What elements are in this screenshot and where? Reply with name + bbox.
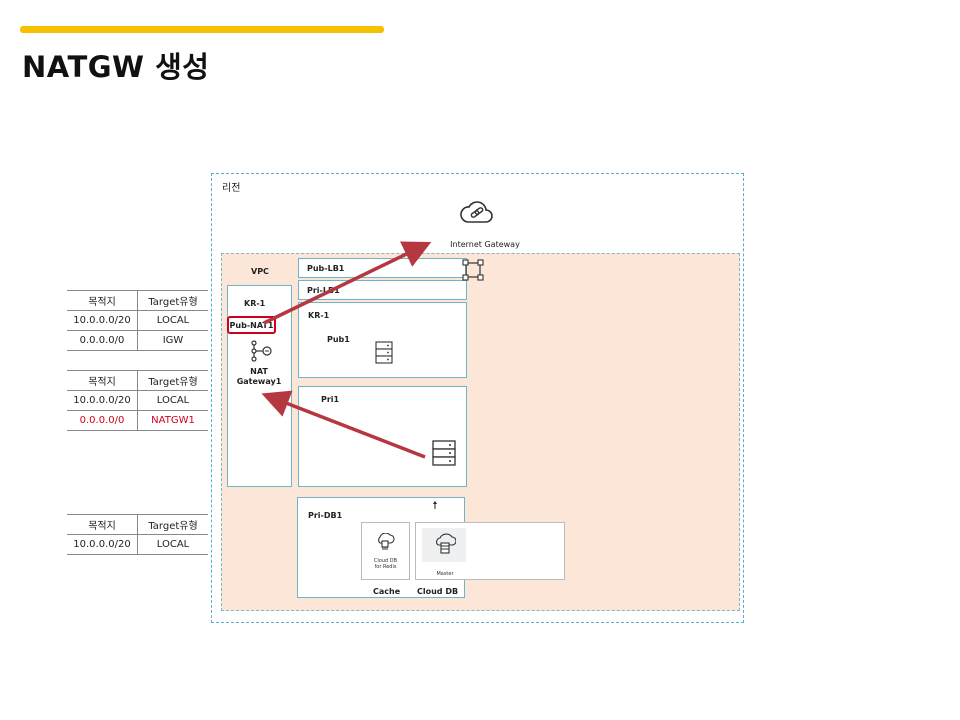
database-cloud-icon xyxy=(436,533,456,554)
table-row: 10.0.0.0/20 LOCAL xyxy=(67,310,208,331)
cell-target: LOCAL xyxy=(137,390,208,411)
cache-service-label: Cloud DB for Redis xyxy=(363,558,408,570)
server-icon xyxy=(375,341,393,364)
cell-destination: 10.0.0.0/20 xyxy=(67,310,138,331)
table-row: 10.0.0.0/20 LOCAL xyxy=(67,390,208,411)
cloud-link-icon xyxy=(460,201,493,223)
nat-gateway-label: NAT Gateway1 xyxy=(232,367,286,387)
cell-destination-highlight: 0.0.0.0/0 xyxy=(67,410,138,431)
region-frame xyxy=(211,173,744,623)
region-label: 리전 xyxy=(222,183,241,194)
header-target-type: Target유형 xyxy=(137,290,208,311)
internet-gateway-label: Internet Gateway xyxy=(440,235,530,253)
cell-target-highlight: NATGW1 xyxy=(137,410,208,431)
load-balancer-icon xyxy=(462,259,484,281)
header-destination: 목적지 xyxy=(67,514,138,535)
cell-target: LOCAL xyxy=(137,534,208,555)
cache-service-label-line1: Cloud DB xyxy=(373,558,398,564)
header-target-type: Target유형 xyxy=(137,370,208,391)
cache-service-label-line2: for Redis xyxy=(374,564,397,570)
cell-destination: 10.0.0.0/20 xyxy=(67,390,138,411)
table-row: 10.0.0.0/20 LOCAL xyxy=(67,534,208,555)
table-row: 0.0.0.0/0 IGW xyxy=(67,330,208,351)
nat-gateway-icon xyxy=(251,340,272,362)
pri-lb1-label: Pri-LB1 xyxy=(307,286,340,295)
cell-destination: 10.0.0.0/20 xyxy=(67,534,138,555)
cache-service-box xyxy=(361,522,410,580)
pub1-label: Pub1 xyxy=(327,335,350,344)
arrow-up-icon xyxy=(433,501,437,509)
nat-gateway-label-line2: Gateway1 xyxy=(236,377,282,386)
vpc-label: VPC xyxy=(251,267,269,276)
accent-bar xyxy=(20,26,384,33)
zone-label-left: KR-1 xyxy=(244,299,266,308)
redis-chip-icon xyxy=(378,533,395,550)
pri1-label: Pri1 xyxy=(321,395,340,404)
cell-destination: 0.0.0.0/0 xyxy=(67,330,138,351)
table-header-row: 목적지 Target유형 xyxy=(67,370,208,391)
header-destination: 목적지 xyxy=(67,290,138,311)
table-header-row: 목적지 Target유형 xyxy=(67,514,208,535)
cloud-db-label: Cloud DB xyxy=(417,587,459,596)
route-table-db: 목적지 Target유형 10.0.0.0/20 LOCAL xyxy=(67,514,208,555)
cell-target: LOCAL xyxy=(137,310,208,331)
route-table-public: 목적지 Target유형 10.0.0.0/20 LOCAL 0.0.0.0/0… xyxy=(67,290,208,351)
pub-lb1-label: Pub-LB1 xyxy=(307,264,345,273)
nat-gateway-label-line1: NAT xyxy=(250,367,268,376)
page-title: NATGW 생성 xyxy=(22,50,210,84)
header-target-type: Target유형 xyxy=(137,514,208,535)
zone-label-right: KR-1 xyxy=(308,311,330,320)
db-master-label: Master xyxy=(436,571,454,577)
table-header-row: 목적지 Target유형 xyxy=(67,290,208,311)
server-icon xyxy=(432,440,456,466)
pri-db1-label: Pri-DB1 xyxy=(308,511,343,520)
table-row: 0.0.0.0/0 NATGW1 xyxy=(67,410,208,431)
pub-nat1-subnet-label: Pub-NAT1 xyxy=(227,316,276,334)
cell-target: IGW xyxy=(137,330,208,351)
cache-label: Cache xyxy=(373,587,401,596)
header-destination: 목적지 xyxy=(67,370,138,391)
route-table-private: 목적지 Target유형 10.0.0.0/20 LOCAL 0.0.0.0/0… xyxy=(67,370,208,431)
